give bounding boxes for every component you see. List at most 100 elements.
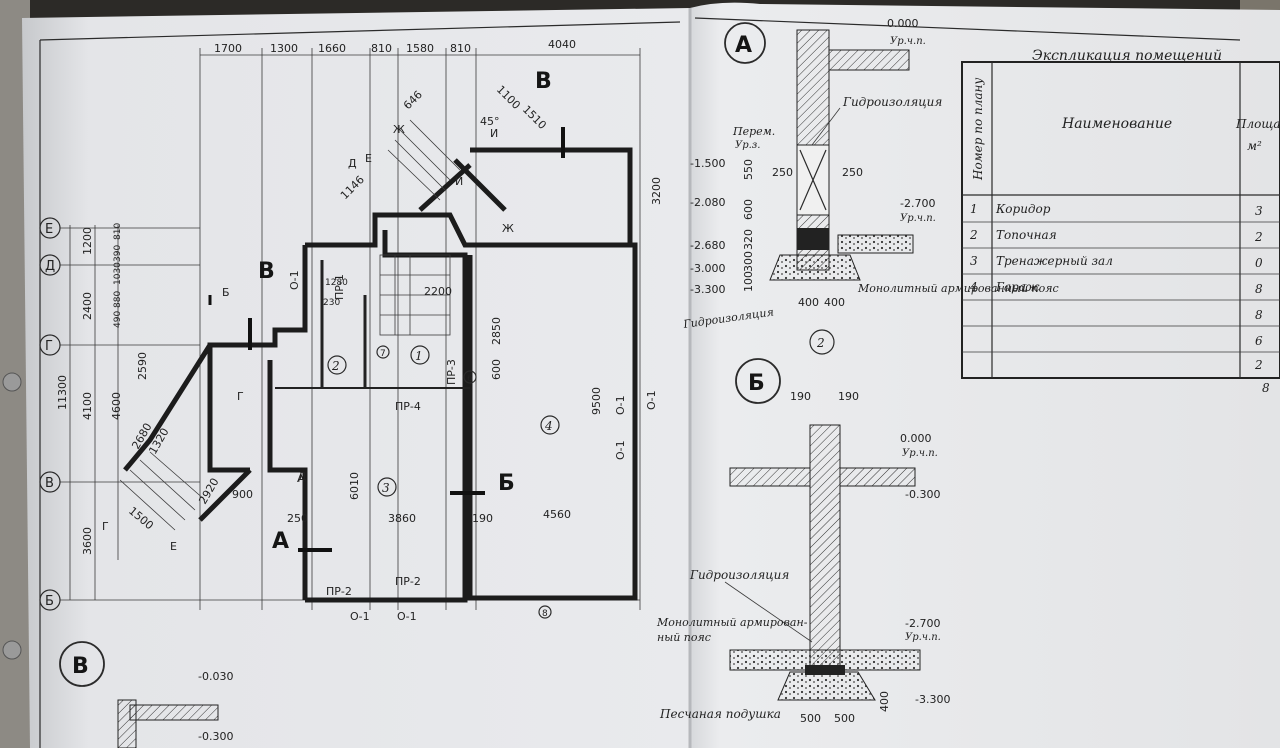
horizontal-dim: 250: [842, 166, 863, 179]
left-dim: 2400: [81, 292, 94, 320]
interior-dim: 4560: [543, 508, 571, 521]
vertical-dim: 300: [742, 251, 755, 272]
top-dim: 4040: [548, 38, 576, 51]
section-b-label: Б: [748, 371, 765, 396]
row-area: 8: [1262, 381, 1270, 395]
level-note: Ур.ч.п.: [905, 632, 941, 643]
section-mark: Е: [170, 540, 177, 553]
inner-dim: 3200: [650, 177, 663, 205]
level-note: Ур.ч.п.: [890, 36, 926, 47]
row-number: 3: [970, 254, 978, 268]
interior-dim: 9500: [590, 387, 603, 415]
level-mark: -2.700: [905, 617, 940, 630]
binder-ring-bottom: [2, 640, 22, 660]
opening-label: ПР-3: [445, 359, 458, 385]
section-mark: Д: [298, 470, 307, 483]
interior-dim: 600: [490, 359, 503, 380]
section-b: Б 190 190 0.000 Ур.ч.п. -0.300 Гидроизол…: [656, 358, 950, 725]
opening-label: ПР-1: [333, 274, 346, 300]
level-mark: -0.300: [905, 488, 940, 501]
floor-plan: 1700 1300 1660 810 1580 810 4040 11300 1…: [39, 38, 663, 623]
col-area-unit: м²: [1247, 139, 1262, 153]
table-title: Экспликация помещений: [1032, 48, 1222, 64]
openings: ПР-2 ПР-2 ПР-4 ПР-3 ПР-1 О-1 О-1 О-1 О-1…: [288, 270, 658, 623]
table-row: 8: [1255, 308, 1263, 322]
floor-label: Перем.: [732, 125, 775, 138]
inner-dim: 880: [113, 291, 123, 308]
vertical-dim: 550: [742, 159, 755, 180]
level-mark: -1.500: [690, 157, 725, 170]
section-mark: Ж: [393, 123, 405, 136]
level-mark: -2.700: [900, 197, 935, 210]
inner-dim: 490: [113, 311, 123, 328]
axis-label: Д: [45, 259, 55, 274]
vertical-dim: 100: [742, 271, 755, 292]
belt-label: Монолитный армированный пояс: [857, 282, 1059, 295]
section-marks: В Б Б А А Г Г Д Д Е Е Ж Ж И И В: [102, 69, 565, 554]
small-mark: 6: [467, 374, 473, 384]
level-note: Ур.ч.п.: [900, 213, 936, 224]
small-mark: 45°: [480, 115, 500, 128]
belt-label: ный пояс: [657, 631, 711, 644]
col-area-header: Площадь: [1235, 117, 1280, 131]
row-area: 2: [1254, 230, 1263, 244]
interior-dim: 2850: [490, 317, 503, 345]
row-area: 0: [1255, 256, 1263, 270]
interior-dim: 2590: [136, 352, 149, 380]
level-mark: -3.300: [915, 693, 950, 706]
table-row: 8: [1262, 381, 1270, 395]
interior-dim: 1280: [325, 278, 348, 288]
level-note: Ур.ч.п.: [902, 448, 938, 459]
interior-dim: 3860: [388, 512, 416, 525]
level-mark: -2.080: [690, 196, 725, 209]
left-dim: 3600: [81, 527, 94, 555]
room-number: 1: [415, 349, 423, 363]
table-row: 3 Тренажерный зал 0: [970, 254, 1263, 270]
interior-dim: 6010: [348, 472, 361, 500]
footing-dim: 500: [834, 712, 855, 725]
interior-dim: 190: [472, 512, 493, 525]
horizontal-dim: 400: [798, 296, 819, 309]
opening-label: О-1: [350, 610, 370, 623]
axis-label: Е: [45, 222, 53, 237]
stairs: [119, 119, 461, 531]
level-mark: 0.000: [900, 432, 932, 445]
table-row: 6: [1255, 334, 1263, 348]
walls: [123, 147, 638, 603]
left-dim: 4100: [81, 392, 94, 420]
top-dim: 1700: [214, 42, 242, 55]
col-name-header: Наименование: [1061, 116, 1172, 132]
section-mark: Ж: [502, 222, 514, 235]
floor-note: Ур.з.: [735, 140, 760, 151]
section-mark: В: [258, 259, 275, 284]
top-dim: 810: [371, 42, 392, 55]
table-row: 2: [1254, 358, 1263, 372]
section-mark: Д: [348, 157, 357, 170]
left-page: [22, 8, 690, 748]
small-marks: 7 6 8 45°: [376, 115, 552, 619]
small-mark: 7: [380, 349, 386, 359]
top-dimensions: 1700 1300 1660 810 1580 810 4040: [214, 38, 576, 55]
interior-dim: 900: [232, 488, 253, 501]
interior-dim: 230: [323, 298, 340, 308]
level-mark: -0.030: [198, 670, 233, 683]
opening-label: ПР-4: [395, 400, 421, 413]
small-mark: 8: [542, 609, 548, 619]
horizontal-dim: 250: [772, 166, 793, 179]
section-mark: Е: [365, 152, 372, 165]
sand-label: Песчаная подушка: [659, 707, 781, 721]
overall-height-dim: 11300: [56, 375, 69, 410]
section-mark: И: [490, 127, 498, 140]
section-mark: А: [297, 472, 305, 485]
vertical-dim: 600: [742, 199, 755, 220]
left-dim: 1200: [81, 227, 94, 255]
inner-dim: 1030: [113, 262, 123, 285]
table-row: 1 Коридор 3: [970, 202, 1263, 218]
top-dim: 1580: [406, 42, 434, 55]
level-mark: -2.680: [690, 239, 725, 252]
table-row: 2 Топочная 2: [969, 228, 1263, 244]
level-mark: -3.300: [690, 283, 725, 296]
inner-dim: 390: [113, 245, 123, 262]
section-callout: 2: [816, 336, 825, 350]
opening-label: О-1: [397, 610, 417, 623]
